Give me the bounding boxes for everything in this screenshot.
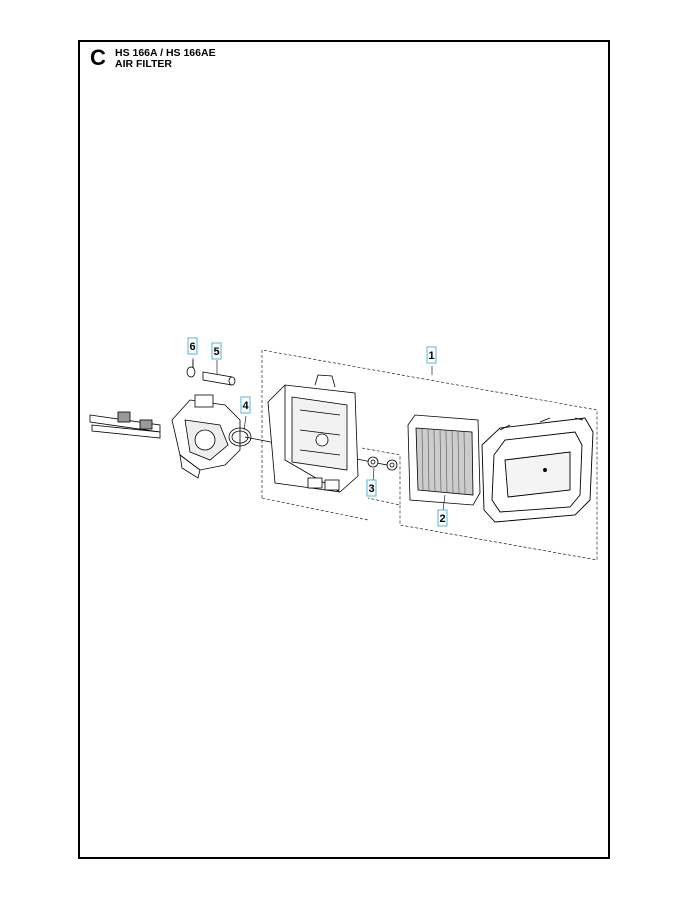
svg-text:2: 2 <box>439 513 445 525</box>
svg-text:4: 4 <box>242 400 249 412</box>
group-outline-1 <box>261 349 598 561</box>
assembly-title: AIR FILTER <box>115 58 172 70</box>
section-letter: C <box>90 45 106 70</box>
callout-4: 4 <box>240 396 251 414</box>
carburetor <box>89 394 241 479</box>
part-3-nuts <box>367 456 398 471</box>
model-title: HS 166A / HS 166AE <box>115 47 216 59</box>
part-1-cover <box>481 417 594 523</box>
svg-text:5: 5 <box>213 346 219 358</box>
svg-text:1: 1 <box>428 350 434 362</box>
part-2-filter-element <box>407 414 481 506</box>
part-4-gasket <box>228 427 252 447</box>
callout-1: 1 <box>426 346 437 364</box>
callout-6: 6 <box>187 337 198 355</box>
callout-3: 3 <box>366 479 377 497</box>
part-6-clip <box>186 360 196 378</box>
group-outline-3 <box>361 447 401 506</box>
callout-5: 5 <box>211 342 222 360</box>
callout-2: 2 <box>437 509 448 527</box>
part-5-tube <box>202 371 236 386</box>
air-filter-base <box>267 374 359 493</box>
svg-text:6: 6 <box>189 341 195 353</box>
svg-text:3: 3 <box>368 483 374 495</box>
drawing-frame: C HS 166A / HS 166AE AIR FILTER <box>78 40 610 859</box>
